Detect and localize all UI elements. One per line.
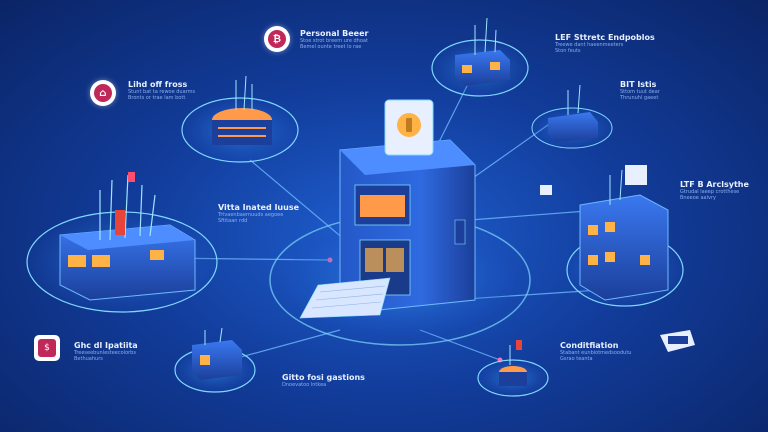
label-desc: Stabant eunbiotmedsoodutu: [560, 350, 632, 356]
label-bit: BIT Istis Sttom tuut dear Thrunuhl gaeet: [620, 80, 660, 101]
label-desc: Bronts or trae lam bott: [128, 95, 186, 101]
bitcoin-badge: ₿: [264, 26, 290, 52]
label-desc: Ston feuts: [555, 48, 581, 54]
label-center: Vitta Inated Iuuse Trtvaenbaernuuds aego…: [218, 203, 299, 224]
label-lef-strategy: LEF Sttretc Endpoblos Treewe dant haeenm…: [555, 33, 655, 54]
central-server: [299, 99, 476, 319]
label-title: LTF B Arclsythe: [680, 180, 749, 189]
label-title: Ghc dl Ipatiita: [74, 341, 138, 350]
dollar-badge: $: [34, 335, 60, 361]
label-title: Vitta Inated Iuuse: [218, 203, 300, 212]
label-desc: Gtrudal laeep crotthese: [680, 189, 740, 195]
bottom-left-platform: [174, 327, 256, 393]
dollar-icon: $: [38, 339, 56, 357]
label-desc: Stunt bat ta rewoe duarms: [128, 89, 196, 95]
label-desc: Stoe strot breem ure dhoat: [300, 38, 368, 44]
label-title: Lihd off fross: [128, 80, 188, 89]
right-upper-platform: [531, 84, 613, 149]
left-platform: [26, 172, 218, 313]
label-title: Gitto fosi gastions: [282, 373, 365, 382]
bitcoin-icon: ₿: [268, 30, 286, 48]
label-title: LEF Sttretc Endpoblos: [555, 33, 655, 42]
label-desc: Trtvaenbaernuuds aegoee: [218, 212, 284, 218]
label-life: Lihd off fross Stunt bat ta rewoe duarms…: [128, 80, 195, 101]
top-left-platform: [181, 75, 299, 163]
label-title: BIT Istis: [620, 80, 657, 89]
label-personal: Personal Beeer Stoe strot breem ure dhoa…: [300, 29, 368, 50]
small-device-right: [540, 185, 552, 195]
label-desc: Dnoevatoo lntkea: [282, 382, 327, 388]
label-desc: Sttom tuut dear: [620, 89, 660, 95]
right-building-platform: [566, 165, 684, 307]
label-desc: Bethuahurs: [74, 356, 103, 362]
home-badge: ⌂: [90, 80, 116, 106]
label-desc: Gsrao teanta: [560, 356, 593, 362]
label-ltf: LTF B Arclsythe Gtrudal laeep crotthese …: [680, 180, 749, 201]
label-desc: Sftitaan rdd: [218, 218, 248, 224]
bottom-right-platform: [477, 340, 549, 397]
label-conditions: Conditfiation Stabant eunbiotmedsoodutu …: [560, 341, 631, 362]
label-desc: Treewe dant haeenmeeters: [555, 42, 624, 48]
label-title: Conditfiation: [560, 341, 619, 350]
home-icon: ⌂: [94, 84, 112, 102]
label-desc: Treeseebunlesteecolorbs: [74, 350, 136, 356]
label-title: Personal Beeer: [300, 29, 369, 38]
label-desc: Thrunuhl gaeet: [620, 95, 659, 101]
label-gitto: Gitto fosi gastions Dnoevatoo lntkea: [282, 373, 365, 388]
small-device: [660, 330, 695, 352]
top-right-platform: [431, 17, 529, 97]
label-desc: Bneeoe aalvry: [680, 195, 716, 201]
label-ghc: Ghc dl Ipatiita Treeseebunlesteecolorbs …: [74, 341, 138, 362]
label-desc: Bemel ounte treet lo rae: [300, 44, 362, 50]
